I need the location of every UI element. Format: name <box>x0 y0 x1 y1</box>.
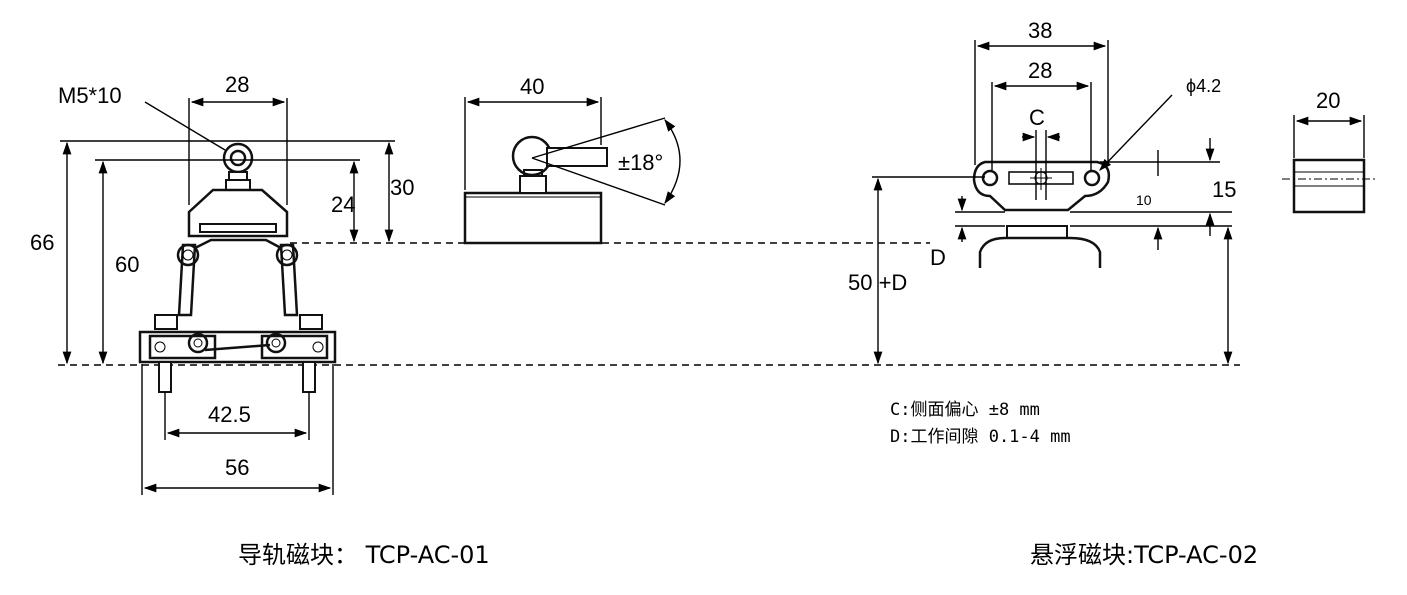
note-c: C:侧面偏心 ±8 mm <box>890 400 1040 420</box>
dim-body-height: 60 <box>115 252 139 277</box>
dim-outer-width: 38 <box>1028 18 1052 43</box>
dim-top-width: 28 <box>225 72 249 97</box>
dim-plate-height: 15 <box>1212 177 1236 202</box>
end-view: 20 <box>1282 88 1376 214</box>
caption-left: 导轨磁块： TCP-AC-01 <box>238 541 490 569</box>
reference-lines <box>58 242 1240 366</box>
dim-angle: ±18° <box>618 150 663 175</box>
dim-inner-width: 28 <box>1028 58 1052 83</box>
note-d: D:工作间隙 0.1-4 mm <box>890 427 1071 447</box>
caption-right: 悬浮磁块:TCP-AC-02 <box>1030 541 1258 569</box>
guide-body <box>176 188 299 317</box>
dim-hole-diameter: ϕ4.2 <box>1186 76 1221 96</box>
notes: C:侧面偏心 ±8 mm D:工作间隙 0.1-4 mm <box>890 400 1071 447</box>
dim-offset: C <box>1029 105 1045 130</box>
dim-ball-to-top: 24 <box>331 192 355 217</box>
dim-hole-spacing: 42.5 <box>208 402 251 427</box>
dim-side-width: 40 <box>520 74 544 99</box>
dim-base-width: 56 <box>225 455 249 480</box>
ball-stud <box>222 142 254 191</box>
guide-base <box>138 314 337 393</box>
dim-gap: D <box>930 245 946 270</box>
left-view: M5*10 28 66 60 24 30 42.5 56 <box>30 72 414 495</box>
side-view: ±18° 40 <box>463 74 681 245</box>
dim-end-width: 20 <box>1316 88 1340 113</box>
dim-small: 10 <box>1136 192 1152 208</box>
dim-total-height: 66 <box>30 230 54 255</box>
dim-ball-height: 30 <box>390 175 414 200</box>
thread-label: M5*10 <box>58 83 122 108</box>
right-view: 38 28 C ϕ4.2 15 10 D 50 + <box>848 18 1236 365</box>
suspension-magnet <box>978 225 1102 268</box>
dim-height: 50 +D <box>848 270 907 295</box>
mount-plate <box>972 160 1111 212</box>
